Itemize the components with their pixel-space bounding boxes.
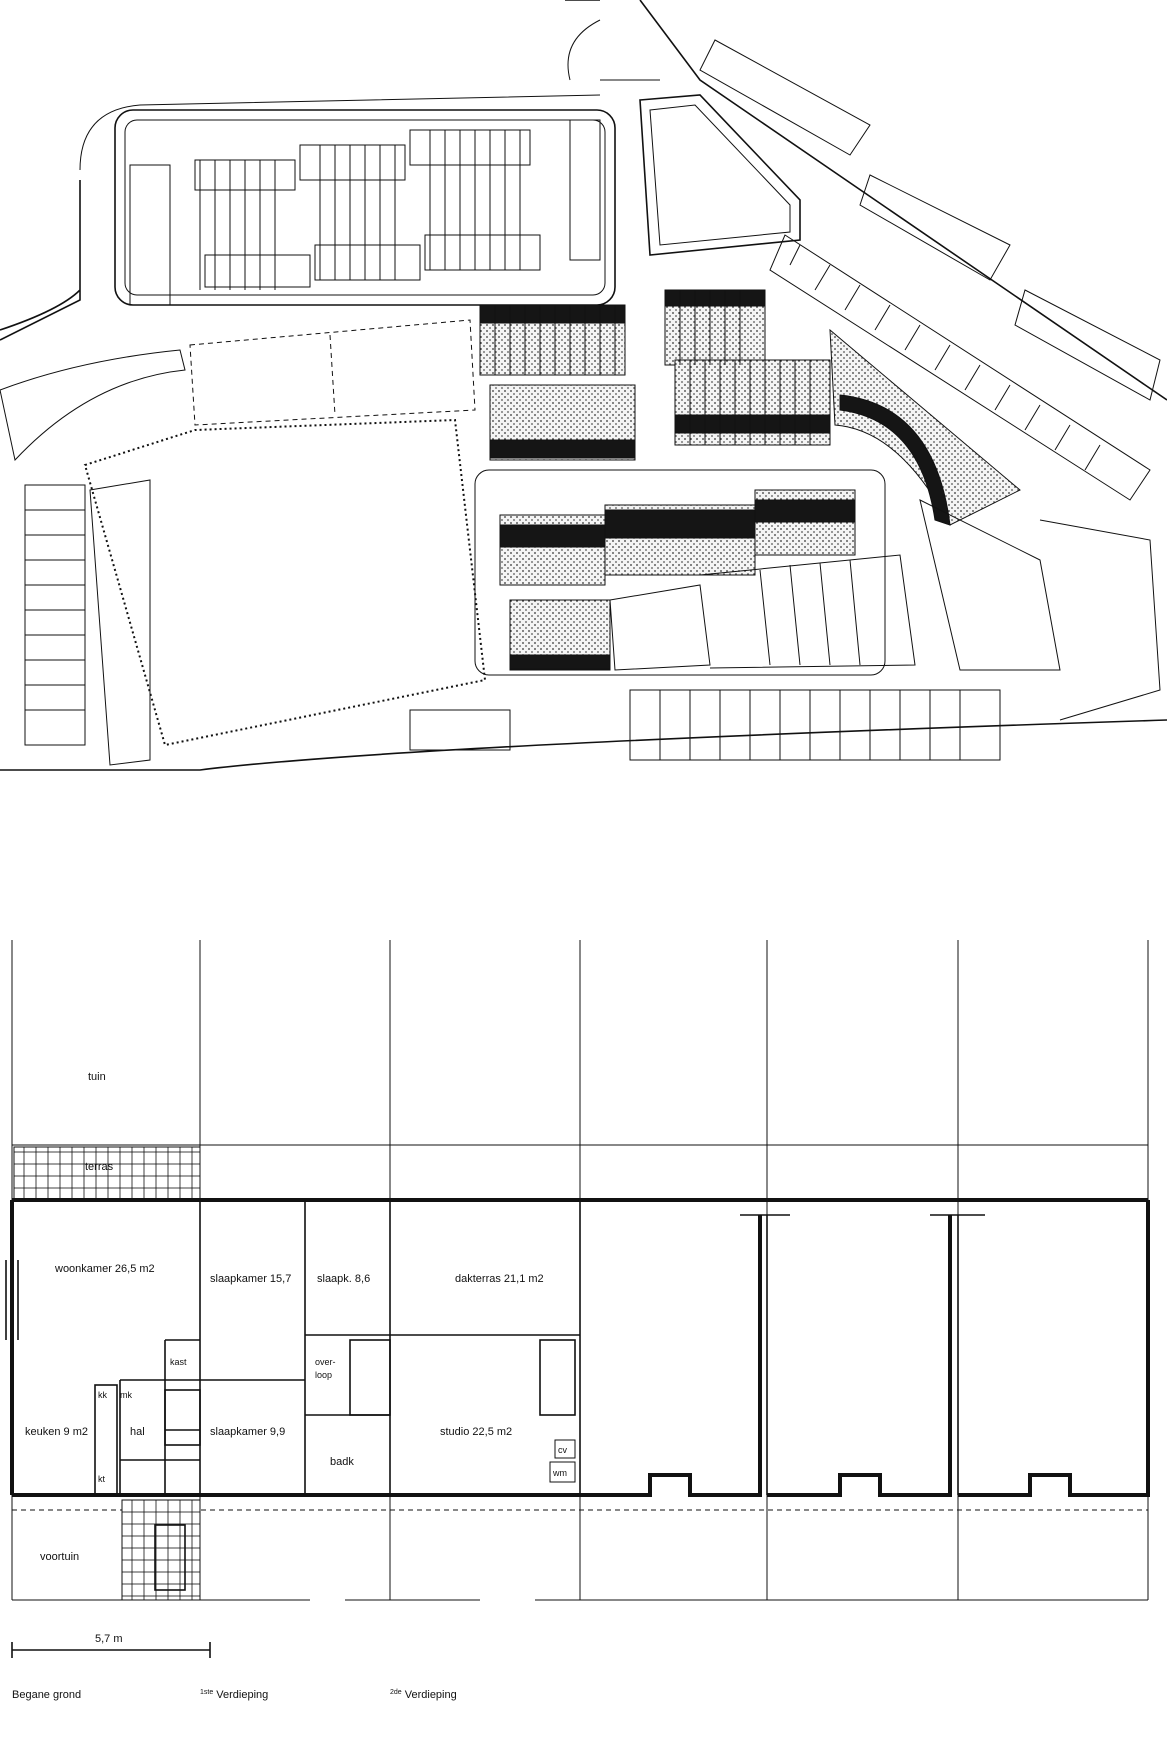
label-tuin: tuin [88, 1071, 106, 1083]
floor-plan: tuin terras woonkamer 26,5 m2 kast kk mk… [5, 940, 1150, 1701]
label-overloop-2: loop [315, 1370, 332, 1380]
label-cv: cv [558, 1445, 568, 1455]
window [5, 1260, 19, 1340]
interior-walls-1st [200, 1200, 391, 1495]
housing-rows-ne [699, 39, 1161, 501]
interior-walls-other [740, 1214, 985, 1495]
terras-paving [13, 1146, 201, 1200]
park-triangle-inner [649, 104, 791, 246]
level-2de-verdieping: 2de Verdieping [390, 1689, 457, 1701]
label-hal: hal [130, 1426, 145, 1438]
parking-lot [189, 319, 476, 426]
label-slaapkamer-9: slaapkamer 9,9 [210, 1426, 285, 1438]
block-inner [124, 119, 606, 296]
entrance-path [121, 1499, 201, 1601]
label-kt: kt [98, 1474, 106, 1484]
street-curb [565, 0, 1167, 401]
cv-unit [554, 1439, 576, 1459]
site-plan [0, 0, 1167, 771]
housing-rows-west [0, 349, 186, 766]
label-badk: badk [330, 1456, 354, 1468]
label-kast: kast [170, 1357, 187, 1367]
stair-2nd [539, 1339, 576, 1416]
stair-ground [164, 1389, 201, 1446]
level-begane-grond: Begane grond [12, 1689, 81, 1701]
scale-label: 5,7 m [95, 1633, 123, 1645]
wm-unit [549, 1461, 576, 1483]
label-overloop-1: over- [315, 1357, 336, 1367]
new-housing [479, 289, 1021, 671]
label-woonkamer: woonkamer 26,5 m2 [54, 1263, 155, 1275]
stair-1st [349, 1339, 391, 1416]
label-studio: studio 22,5 m2 [440, 1426, 512, 1438]
label-dakterras: dakterras 21,1 m2 [455, 1273, 544, 1285]
label-wm: wm [552, 1468, 567, 1478]
label-kk: kk [98, 1390, 108, 1400]
redevelopment-site [83, 418, 487, 747]
bin-storage [154, 1524, 186, 1591]
existing-housing-south [409, 469, 1161, 761]
park-triangle [639, 94, 801, 256]
label-keuken: keuken 9 m2 [25, 1426, 88, 1438]
label-slaapk: slaapk. 8,6 [317, 1273, 370, 1285]
block-outline [114, 109, 616, 306]
label-voortuin: voortuin [40, 1551, 79, 1563]
front-facade-stepped [580, 1200, 1150, 1497]
housing-rows-top [129, 119, 601, 306]
street-curb [79, 19, 660, 171]
label-mk: mk [120, 1390, 132, 1400]
label-terras: terras [85, 1161, 114, 1173]
street-curb [0, 719, 1167, 771]
scale-bar [11, 1642, 211, 1658]
level-1ste-verdieping: 1ste Verdieping [200, 1689, 268, 1701]
interior-walls [119, 1200, 201, 1495]
kitchen-counter [94, 1384, 118, 1496]
street-curb [0, 180, 81, 341]
label-slaapkamer-15: slaapkamer 15,7 [210, 1273, 291, 1285]
interior-walls-2nd [390, 1200, 581, 1495]
